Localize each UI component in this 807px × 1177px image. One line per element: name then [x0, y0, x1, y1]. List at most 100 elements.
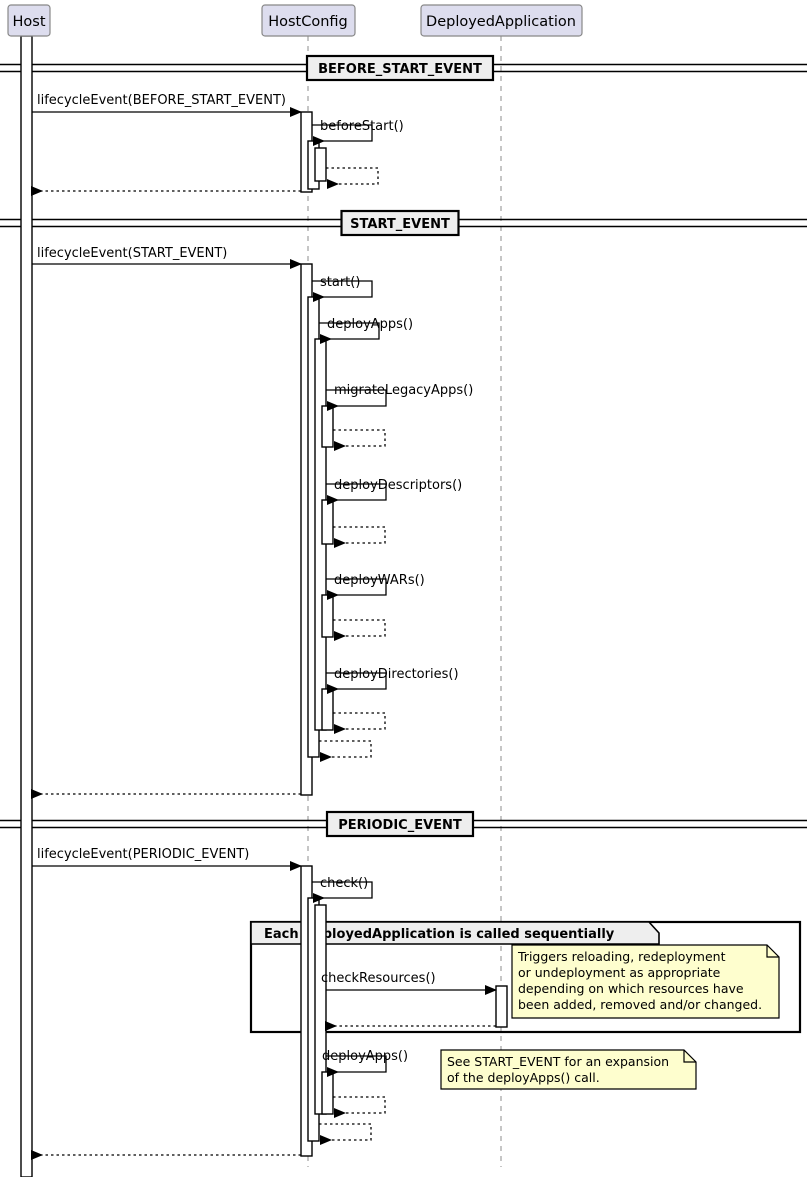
message-m8: migrateLegacyApps() — [326, 383, 473, 411]
message-m11 — [333, 526, 386, 548]
message-m7: deployApps() — [319, 317, 413, 344]
message-m15 — [333, 712, 386, 734]
self-message-path — [312, 280, 373, 302]
participant-box[interactable] — [261, 4, 356, 37]
activation-bar-cfg — [321, 499, 334, 545]
divider-plate — [325, 810, 475, 838]
note-line: depending on which resources have — [518, 981, 744, 996]
message-m20: checkResources() — [321, 971, 497, 995]
activations-layer — [20, 35, 508, 1177]
participant-cfg[interactable]: HostConfig — [261, 4, 356, 37]
message-label: deployWARs() — [334, 573, 425, 588]
self-message-path — [326, 672, 387, 694]
note-line: or undeployment as appropriate — [518, 965, 721, 980]
message-m16 — [319, 740, 372, 762]
divider-label: PERIODIC_EVENT — [338, 818, 462, 833]
note-line: See START_EVENT for an expansion — [447, 1054, 669, 1069]
self-message-path — [333, 712, 386, 734]
divider-0: BEFORE_START_EVENT — [0, 54, 807, 82]
self-message-path — [319, 740, 372, 762]
message-m22: deployApps() — [322, 1049, 408, 1077]
divider-1: START_EVENT — [0, 209, 807, 237]
message-m2: beforeStart() — [312, 119, 404, 146]
message-m12: deployWARs() — [326, 573, 425, 600]
activation-bar-cfg — [321, 405, 334, 448]
participant-label: Host — [12, 14, 45, 30]
message-label: lifecycleEvent(BEFORE_START_EVENT) — [37, 93, 286, 108]
message-m1: lifecycleEvent(BEFORE_START_EVENT) — [32, 93, 302, 117]
note-fold-corner — [683, 1050, 696, 1063]
self-message-path — [333, 1096, 386, 1118]
message-m3 — [326, 167, 379, 189]
self-message-path — [333, 429, 386, 451]
activation-bar-cfg — [321, 594, 334, 638]
participant-app[interactable]: DeployedApplication — [420, 4, 583, 37]
dividers-layer: BEFORE_START_EVENT START_EVENT PERIODIC_EV… — [0, 54, 807, 838]
self-message-path — [319, 322, 380, 344]
message-m10: deployDescriptors() — [326, 478, 462, 505]
participant-box[interactable] — [420, 4, 583, 37]
note-line: been added, removed and/or changed. — [518, 997, 762, 1012]
divider-label: BEFORE_START_EVENT — [318, 62, 482, 77]
activation-bar-app — [495, 985, 508, 1028]
participants-layer: Host HostConfig DeployedApplication — [7, 4, 583, 37]
activation-bar-cfg — [321, 1071, 334, 1115]
message-m23 — [333, 1096, 386, 1118]
participant-host[interactable]: Host — [7, 4, 51, 37]
self-message-path — [333, 526, 386, 548]
note-line: of the deployApps() call. — [447, 1070, 600, 1085]
activation-bar-cfg — [321, 688, 334, 731]
self-message-path — [326, 578, 387, 600]
divider-plate — [305, 54, 495, 82]
message-m5: lifecycleEvent(START_EVENT) — [32, 246, 302, 269]
note-body — [511, 944, 780, 1019]
message-m6: start() — [312, 275, 373, 302]
self-message-path — [326, 389, 387, 411]
message-label: deployApps() — [322, 1049, 408, 1064]
activation-bar-cfg — [314, 147, 327, 182]
divider-2: PERIODIC_EVENT — [0, 810, 807, 838]
message-label: check() — [320, 876, 368, 891]
participant-label: DeployedApplication — [426, 14, 576, 30]
message-label: lifecycleEvent(START_EVENT) — [37, 246, 227, 261]
self-message-path — [312, 881, 373, 903]
group-g1: Each DeployedApplication is called seque… — [249, 920, 802, 1034]
note-fold-corner — [766, 945, 779, 958]
message-m14: deployDirectories() — [326, 667, 459, 694]
self-message-path — [312, 124, 373, 146]
self-message-path — [333, 619, 386, 641]
message-label: start() — [320, 275, 360, 290]
message-m9 — [333, 429, 386, 451]
message-label: checkResources() — [321, 971, 436, 986]
message-m19: check() — [312, 876, 373, 903]
self-message-path — [319, 1123, 372, 1145]
activation-bar-cfg — [314, 904, 327, 1115]
self-message-path — [326, 167, 379, 189]
lifelines-layer — [28, 36, 502, 1167]
note-line: Triggers reloading, redeployment — [517, 949, 726, 964]
message-m13 — [333, 619, 386, 641]
message-m18: lifecycleEvent(PERIODIC_EVENT) — [32, 847, 302, 871]
message-label: beforeStart() — [320, 119, 404, 134]
participant-box[interactable] — [7, 4, 51, 37]
message-label: migrateLegacyApps() — [334, 383, 473, 398]
self-message-path — [326, 483, 387, 505]
messages-layer: lifecycleEvent(BEFORE_START_EVENT)before… — [31, 93, 497, 1160]
note-body — [440, 1049, 697, 1090]
groups-layer: Each DeployedApplication is called seque… — [249, 920, 802, 1034]
message-m24 — [319, 1123, 372, 1145]
message-label: deployApps() — [327, 317, 413, 332]
group-header-tab — [250, 921, 660, 945]
message-label: deployDirectories() — [334, 667, 459, 682]
self-message-path — [326, 1055, 387, 1077]
group-label: Each DeployedApplication is called seque… — [264, 927, 615, 942]
activation-bar-host — [20, 35, 33, 1177]
participant-label: HostConfig — [268, 14, 348, 30]
divider-label: START_EVENT — [350, 217, 450, 232]
divider-plate — [340, 209, 460, 237]
